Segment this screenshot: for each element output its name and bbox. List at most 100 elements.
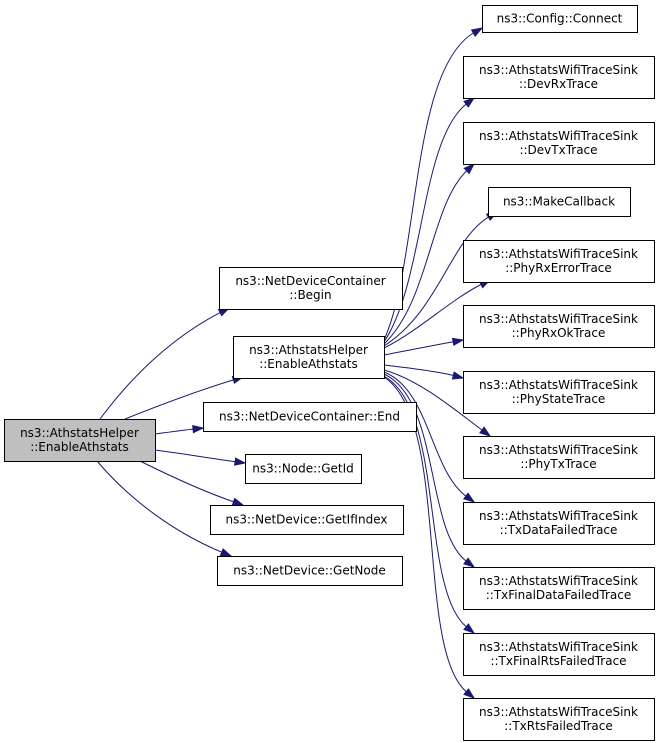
call-edge-helper-enable-to-txfinaldatafailed [383,373,468,562]
node-helper-enable[interactable]: ns3::AthstatsHelper::EnableAthstats [233,336,385,379]
node-node-getid[interactable]: ns3::Node::GetId [245,454,362,484]
node-box [463,698,655,741]
node-label: ns3::AthstatsWifiTraceSink [479,574,638,588]
call-edge-helper-enable-to-phyrxerror [383,283,483,349]
node-label: ::PhyRxOkTrace [512,326,606,340]
node-phystate[interactable]: ns3::AthstatsWifiTraceSink::PhyStateTrac… [463,371,655,414]
arrowhead-root-to-ndc-end [192,424,205,434]
node-label: ns3::AthstatsWifiTraceSink [479,312,638,326]
node-label: ::PhyRxErrorTrace [505,261,612,275]
node-label: ns3::Node::GetId [252,462,354,476]
call-edge-helper-enable-to-devrx [383,103,468,343]
node-makecallback[interactable]: ns3::MakeCallback [488,187,631,217]
node-label: ::EnableAthstats [30,440,129,454]
arrowhead-helper-enable-to-txfinaldatafailed [463,557,476,568]
node-box [245,454,362,484]
call-edge-root-to-ndc-begin [99,311,222,420]
node-box [463,371,655,414]
call-edge-root-to-helper-enable [124,379,235,420]
node-ndc-begin[interactable]: ns3::NetDeviceContainer::Begin [219,267,403,310]
call-edge-root-to-nd-getifindex [139,460,235,503]
node-label: ns3::AthstatsWifiTraceSink [479,247,638,261]
node-label: ns3::AthstatsWifiTraceSink [479,705,638,719]
call-edge-helper-enable-to-phytx [383,369,484,432]
node-ndc-end[interactable]: ns3::NetDeviceContainer::End [203,402,417,432]
call-edge-helper-enable-to-txdatafailed [383,371,467,498]
node-root: ns3::AthstatsHelper::EnableAthstats [4,419,156,462]
arrowhead-helper-enable-to-phystate [451,371,465,380]
node-box [463,567,655,610]
node-box [463,502,655,545]
node-txfinalrtsfailed[interactable]: ns3::AthstatsWifiTraceSink::TxFinalRtsFa… [463,633,655,676]
node-box [463,633,655,676]
arrowhead-helper-enable-to-phytx [479,426,492,437]
node-label: ::Begin [289,288,331,302]
node-box [463,240,655,283]
node-label: ns3::AthstatsWifiTraceSink [479,129,638,143]
call-edge-helper-enable-to-txfinalrtsfailed [383,375,468,628]
call-edge-root-to-ndc-end [154,428,195,435]
node-box [219,267,403,310]
node-label: ::TxFinalDataFailedTrace [486,588,631,602]
node-label: ::PhyTxTrace [520,457,596,471]
node-label: ::TxRtsFailedTrace [504,719,612,733]
node-phyrxerror[interactable]: ns3::AthstatsWifiTraceSink::PhyRxErrorTr… [463,240,655,283]
arrowhead-helper-enable-to-devrx [463,97,476,108]
node-label: ns3::AthstatsWifiTraceSink [479,443,638,457]
arrowhead-helper-enable-to-config-connect [470,27,484,37]
node-txdatafailed[interactable]: ns3::AthstatsWifiTraceSink::TxDataFailed… [463,502,655,545]
node-label: ns3::NetDeviceContainer::End [219,410,400,424]
node-label: ns3::MakeCallback [503,195,615,209]
call-edge-helper-enable-to-phystate [383,364,455,377]
node-nd-getnode[interactable]: ns3::NetDevice::GetNode [217,556,403,586]
node-label: ns3::AthstatsWifiTraceSink [479,63,638,77]
call-edge-helper-enable-to-devtx [383,169,468,345]
node-label: ::EnableAthstats [259,357,358,371]
arrowhead-root-to-node-getid [234,457,247,466]
node-label: ns3::AthstatsWifiTraceSink [479,640,638,654]
node-nd-getifindex[interactable]: ns3::NetDevice::GetIfIndex [210,505,404,535]
arrowhead-helper-enable-to-txdatafailed [463,492,476,503]
arrowhead-helper-enable-to-phyrxok [451,337,465,346]
function-nodes: ns3::AthstatsHelper::EnableAthstatsns3::… [4,5,655,741]
node-box [217,556,403,586]
node-label: ns3::AthstatsHelper [20,426,139,440]
node-label: ns3::NetDevice::GetNode [233,564,385,578]
node-txfinaldatafailed[interactable]: ns3::AthstatsWifiTraceSink::TxFinalDataF… [463,567,655,610]
node-box [4,419,156,462]
node-box [233,336,385,379]
node-label: ::TxDataFailedTrace [500,523,618,537]
node-phyrxok[interactable]: ns3::AthstatsWifiTraceSink::PhyRxOkTrace [463,305,655,348]
call-edge-root-to-nd-getnode [96,460,223,554]
node-label: ::DevTxTrace [519,143,597,157]
node-label: ::DevRxTrace [519,77,598,91]
node-label: ns3::Config::Connect [497,12,623,26]
node-label: ns3::AthstatsHelper [249,343,368,357]
call-edge-root-to-node-getid [154,449,237,463]
node-label: ::TxFinalRtsFailedTrace [490,654,626,668]
node-devtx[interactable]: ns3::AthstatsWifiTraceSink::DevTxTrace [463,122,655,165]
arrowhead-root-to-nd-getifindex [231,497,245,506]
node-label: ns3::AthstatsWifiTraceSink [479,509,638,523]
node-box [482,5,638,33]
arrowhead-helper-enable-to-devtx [463,162,476,175]
call-edge-helper-enable-to-makecallback [383,216,490,347]
arrowhead-helper-enable-to-txrtsfailed [463,688,476,699]
node-devrx[interactable]: ns3::AthstatsWifiTraceSink::DevRxTrace [463,56,655,99]
node-box [203,402,417,432]
arrowhead-root-to-nd-getnode [219,548,233,557]
node-box [463,122,655,165]
node-config-connect[interactable]: ns3::Config::Connect [482,5,638,33]
node-box [488,187,631,217]
node-label: ns3::NetDevice::GetIfIndex [226,513,388,527]
node-label: ::PhyStateTrace [512,392,606,406]
node-phytx[interactable]: ns3::AthstatsWifiTraceSink::PhyTxTrace [463,436,655,479]
node-label: ns3::AthstatsWifiTraceSink [479,378,638,392]
node-label: ns3::NetDeviceContainer [235,274,385,288]
node-box [463,305,655,348]
node-box [463,56,655,99]
call-edges [96,27,499,699]
arrowhead-helper-enable-to-txfinalrtsfailed [463,623,476,634]
node-txrtsfailed[interactable]: ns3::AthstatsWifiTraceSink::TxRtsFailedT… [463,698,655,741]
